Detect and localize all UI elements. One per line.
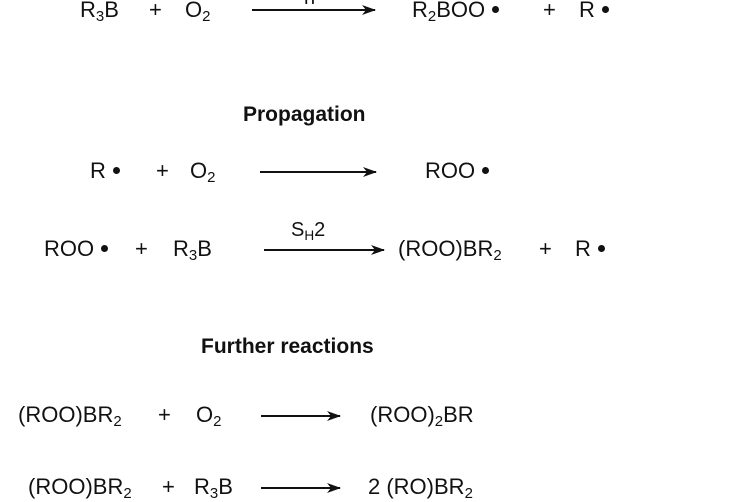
initiation-plus: + — [149, 0, 162, 22]
initiation-product-r2boo: R2BOO — [412, 0, 500, 24]
further1-reactant-roobr2: (ROO)BR2 — [18, 402, 122, 431]
prop2-product-r-radical: R — [575, 238, 605, 260]
prop2-product-roobr2: (ROO)BR2 — [398, 236, 502, 265]
initiation-plus-2: + — [543, 0, 556, 22]
initiation-reactant-r3b: R3B — [80, 0, 119, 26]
initiation-product-r-radical: R — [579, 0, 609, 21]
prop2-plus: + — [135, 236, 148, 261]
radical-dot-icon — [597, 245, 605, 253]
initiation-arrow-label: h — [304, 0, 315, 8]
prop1-reactant-o2: O2 — [190, 158, 216, 187]
further1-plus: + — [158, 402, 171, 427]
propagation-heading: Propagation — [243, 103, 366, 126]
further-reactions-heading: Further reactions — [201, 335, 374, 358]
further1-reactant-o2: O2 — [196, 402, 222, 431]
prop2-reactant-roo-radical: ROO — [44, 238, 109, 260]
prop2-arrow-label: SH2 — [291, 219, 326, 243]
prop2-reactant-r3b: R3B — [173, 236, 212, 265]
prop1-plus: + — [156, 158, 169, 183]
further2-plus: + — [162, 474, 175, 499]
radical-dot-icon — [601, 6, 609, 14]
radical-dot-icon — [101, 245, 109, 253]
further2-reactant-r3b: R3B — [194, 474, 233, 502]
initiation-reactant-o2: O2 — [185, 0, 211, 26]
further2-product-robr2: 2 (RO)BR2 — [368, 474, 473, 502]
radical-dot-icon — [112, 167, 120, 175]
prop2-plus-2: + — [539, 236, 552, 261]
radical-dot-icon — [482, 167, 490, 175]
radical-dot-icon — [492, 6, 500, 14]
further1-product-roo2br: (ROO)2BR — [370, 402, 474, 431]
further2-reactant-roobr2: (ROO)BR2 — [28, 474, 132, 502]
prop1-reactant-r-radical: R — [90, 160, 120, 182]
prop1-product-roo-radical: ROO — [425, 160, 490, 182]
